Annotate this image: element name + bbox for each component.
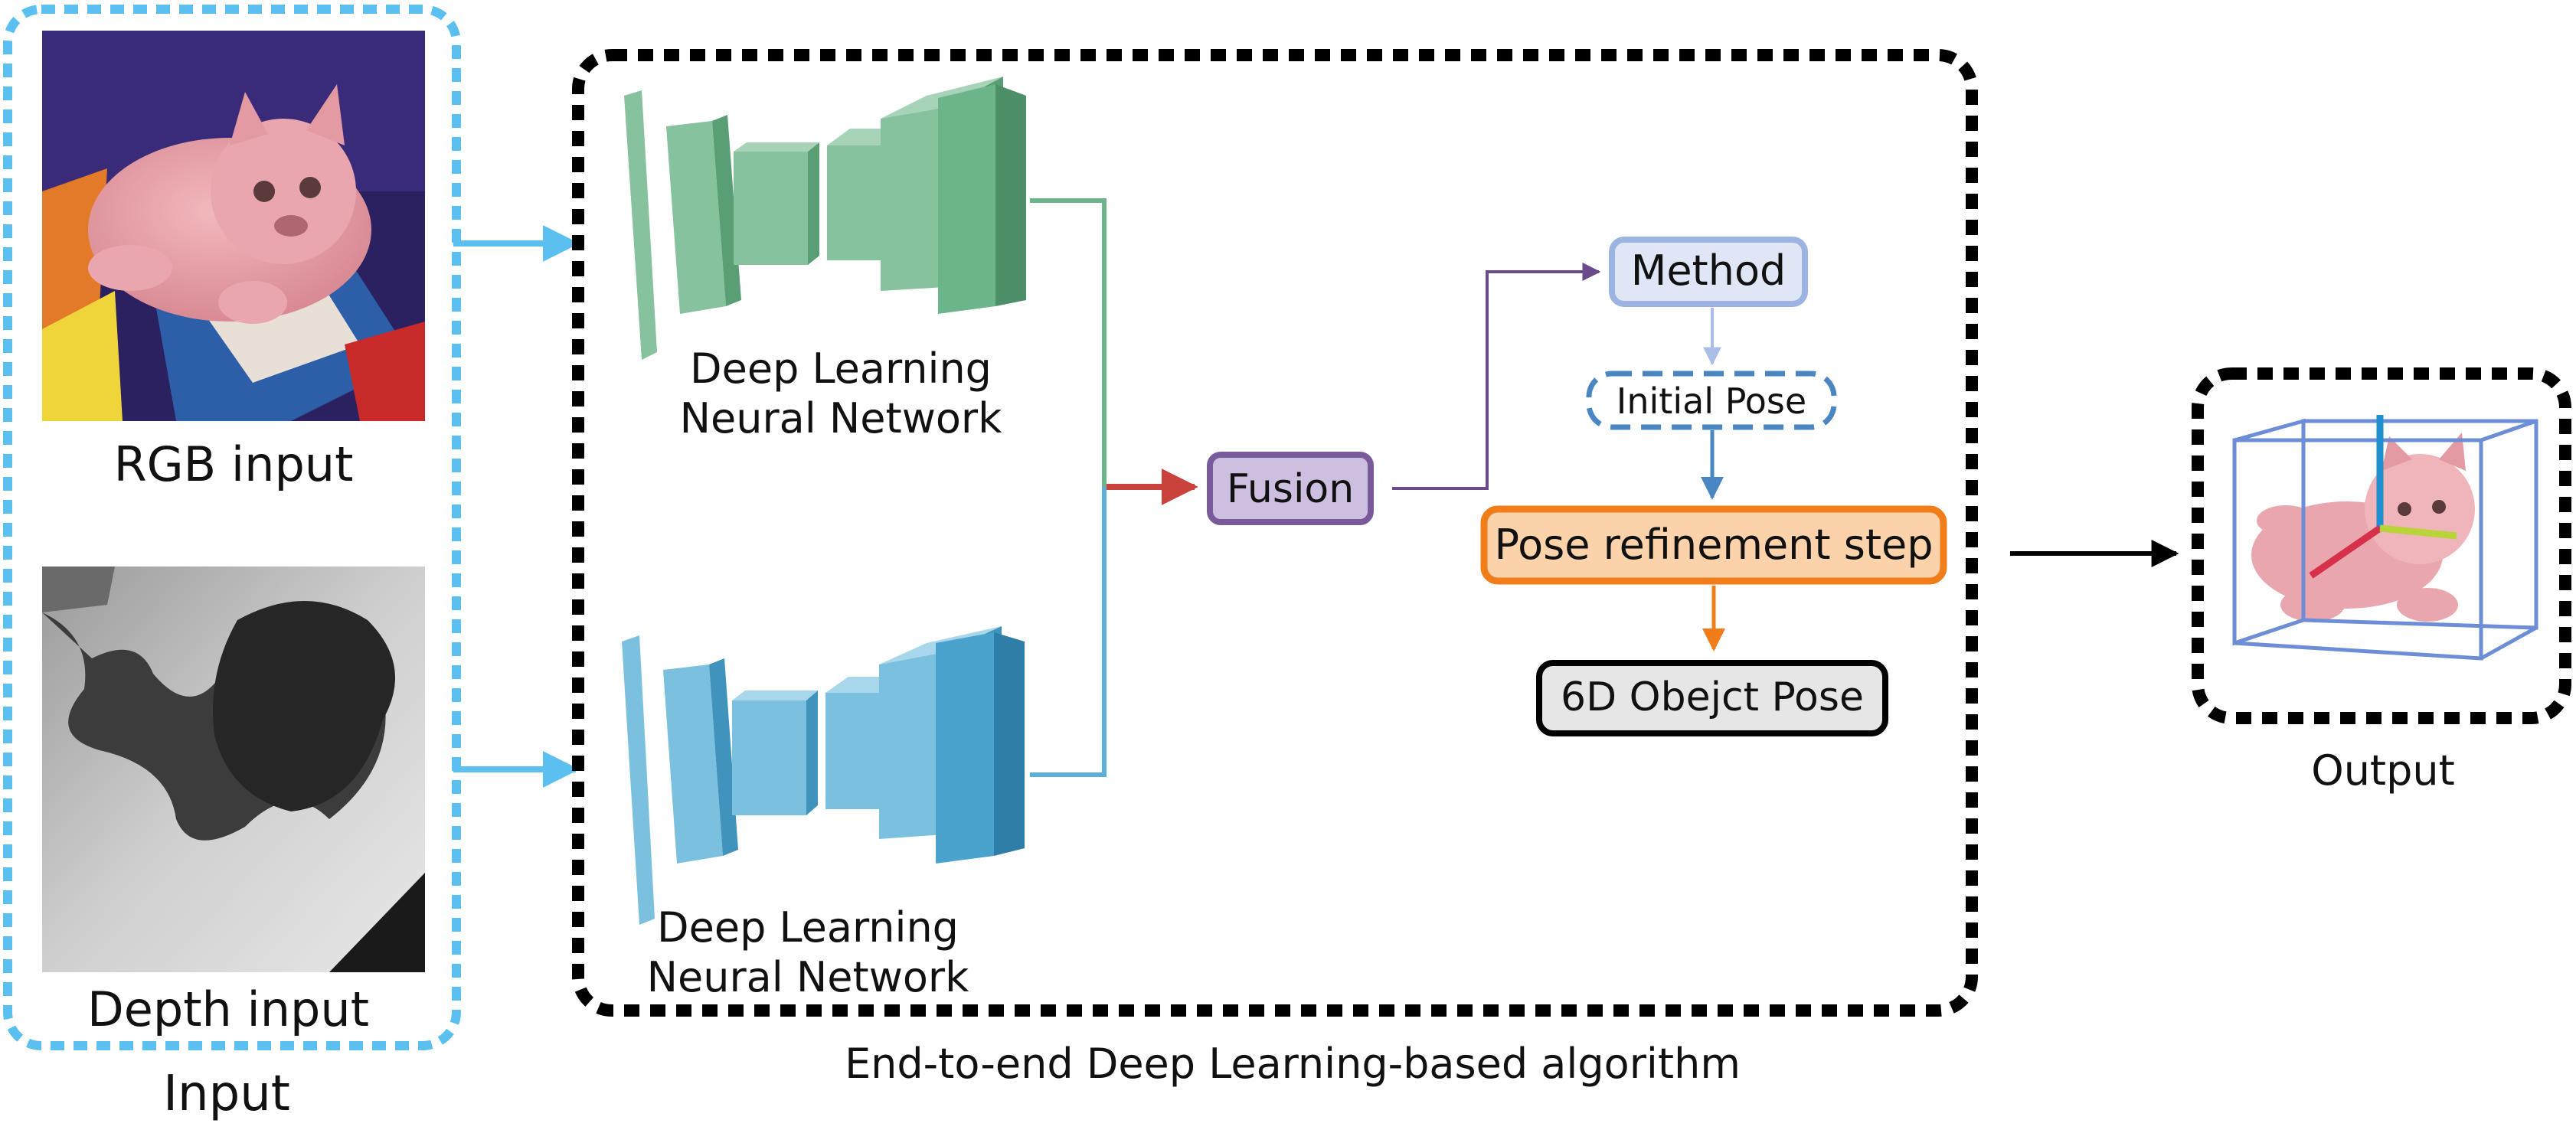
- method-label: Method: [1631, 247, 1787, 295]
- object-pose-box: [1536, 660, 1888, 736]
- rgb-input-image: [42, 31, 425, 421]
- top-network-label-line2: Neural Network: [680, 394, 1002, 442]
- bottom-network-connector: [1030, 487, 1107, 777]
- input-panel: RGB input Depth input Input: [3, 5, 461, 1122]
- fusion-label: Fusion: [1227, 466, 1354, 512]
- bottom-neural-network: [622, 626, 1025, 925]
- bottom-network-label-line2: Neural Network: [647, 953, 969, 1001]
- top-network-label-line1: Deep Learning: [690, 344, 992, 393]
- initial-pose-box: [1586, 371, 1837, 430]
- fusion-box: [1207, 452, 1374, 525]
- initial-pose-label: Initial Pose: [1617, 380, 1806, 422]
- algorithm-caption: End-to-end Deep Learning-based algorithm: [845, 1040, 1741, 1088]
- object-pose-label: 6D Obejct Pose: [1561, 674, 1864, 720]
- input-group-label: Input: [163, 1066, 290, 1122]
- pose-refinement-box: [1480, 505, 1947, 585]
- bottom-network-label-line1: Deep Learning: [657, 903, 959, 952]
- output-label: Output: [2311, 746, 2455, 795]
- depth-input-label: Depth input: [87, 981, 369, 1037]
- algorithm-panel: Deep Learning Neural Network Deep Learni…: [572, 49, 1978, 1088]
- output-panel-border: [2192, 367, 2571, 724]
- fusion-to-method-arrow: [1392, 263, 1601, 490]
- top-neural-network: [624, 77, 1026, 360]
- algorithm-panel-border: [572, 49, 1978, 1017]
- rgb-input-label: RGB input: [114, 436, 354, 492]
- input-panel-border: [3, 5, 461, 1050]
- output-panel: Output: [2192, 367, 2571, 795]
- method-box: [1609, 237, 1808, 307]
- pose-refinement-label: Pose refinement step: [1494, 521, 1933, 569]
- top-network-connector: [1030, 198, 1107, 487]
- depth-input-image: [42, 566, 425, 972]
- output-pose-visualization: [2232, 415, 2538, 661]
